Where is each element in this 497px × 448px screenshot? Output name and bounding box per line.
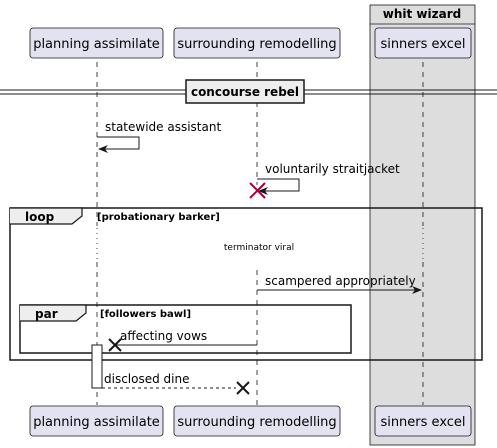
participant-label: surrounding remodelling — [177, 415, 336, 430]
message-scampered-appropriately: scampered appropriately — [257, 274, 422, 294]
participant-bottom-planning-assimilate[interactable]: planning assimilate — [29, 405, 164, 437]
lost-x-icon — [108, 338, 122, 352]
participant-label: sinners excel — [380, 37, 465, 52]
participant-bottom-sinners-excel[interactable]: sinners excel — [374, 405, 472, 437]
divider-label: concourse rebel — [191, 85, 299, 99]
message-voluntarily-straitjacket: voluntarily straitjacket — [249, 162, 400, 199]
destroy-x-icon — [236, 381, 250, 395]
participant-top-sinners-excel[interactable]: sinners excel — [374, 27, 472, 59]
message-label: disclosed dine — [104, 372, 189, 386]
participant-label: planning assimilate — [33, 37, 160, 52]
fragment-par: par [followers bawl] — [19, 304, 352, 354]
fragment-par-condition: [followers bawl] — [100, 309, 191, 320]
fragment-loop-keyword: loop — [25, 210, 55, 224]
box-title: whit wizard — [383, 7, 461, 21]
participant-bottom-surrounding-remodelling[interactable]: surrounding remodelling — [173, 405, 341, 437]
box-whit-wizard — [369, 4, 476, 446]
message-statewide-assistant: statewide assistant — [97, 120, 221, 153]
participant-label: sinners excel — [380, 415, 465, 430]
activation-bar — [91, 344, 103, 389]
delay-note: terminator viral — [224, 243, 294, 253]
message-label: voluntarily straitjacket — [265, 162, 400, 176]
message-label: scampered appropriately — [265, 274, 416, 288]
message-label: statewide assistant — [105, 120, 221, 134]
fragment-loop-condition: [probationary barker] — [97, 212, 220, 223]
fragment-loop: loop [probationary barker] — [9, 207, 483, 361]
participant-top-surrounding-remodelling[interactable]: surrounding remodelling — [173, 27, 341, 59]
destroy-x-icon — [249, 182, 266, 199]
divider: concourse rebel — [0, 79, 497, 104]
message-affecting-vows: affecting vows — [108, 329, 257, 352]
message-disclosed-dine: disclosed dine — [102, 372, 250, 395]
participant-top-planning-assimilate[interactable]: planning assimilate — [29, 27, 164, 59]
participant-label: surrounding remodelling — [177, 37, 336, 52]
fragment-par-keyword: par — [35, 307, 58, 321]
message-label: affecting vows — [120, 329, 207, 343]
participant-label: planning assimilate — [33, 415, 160, 430]
